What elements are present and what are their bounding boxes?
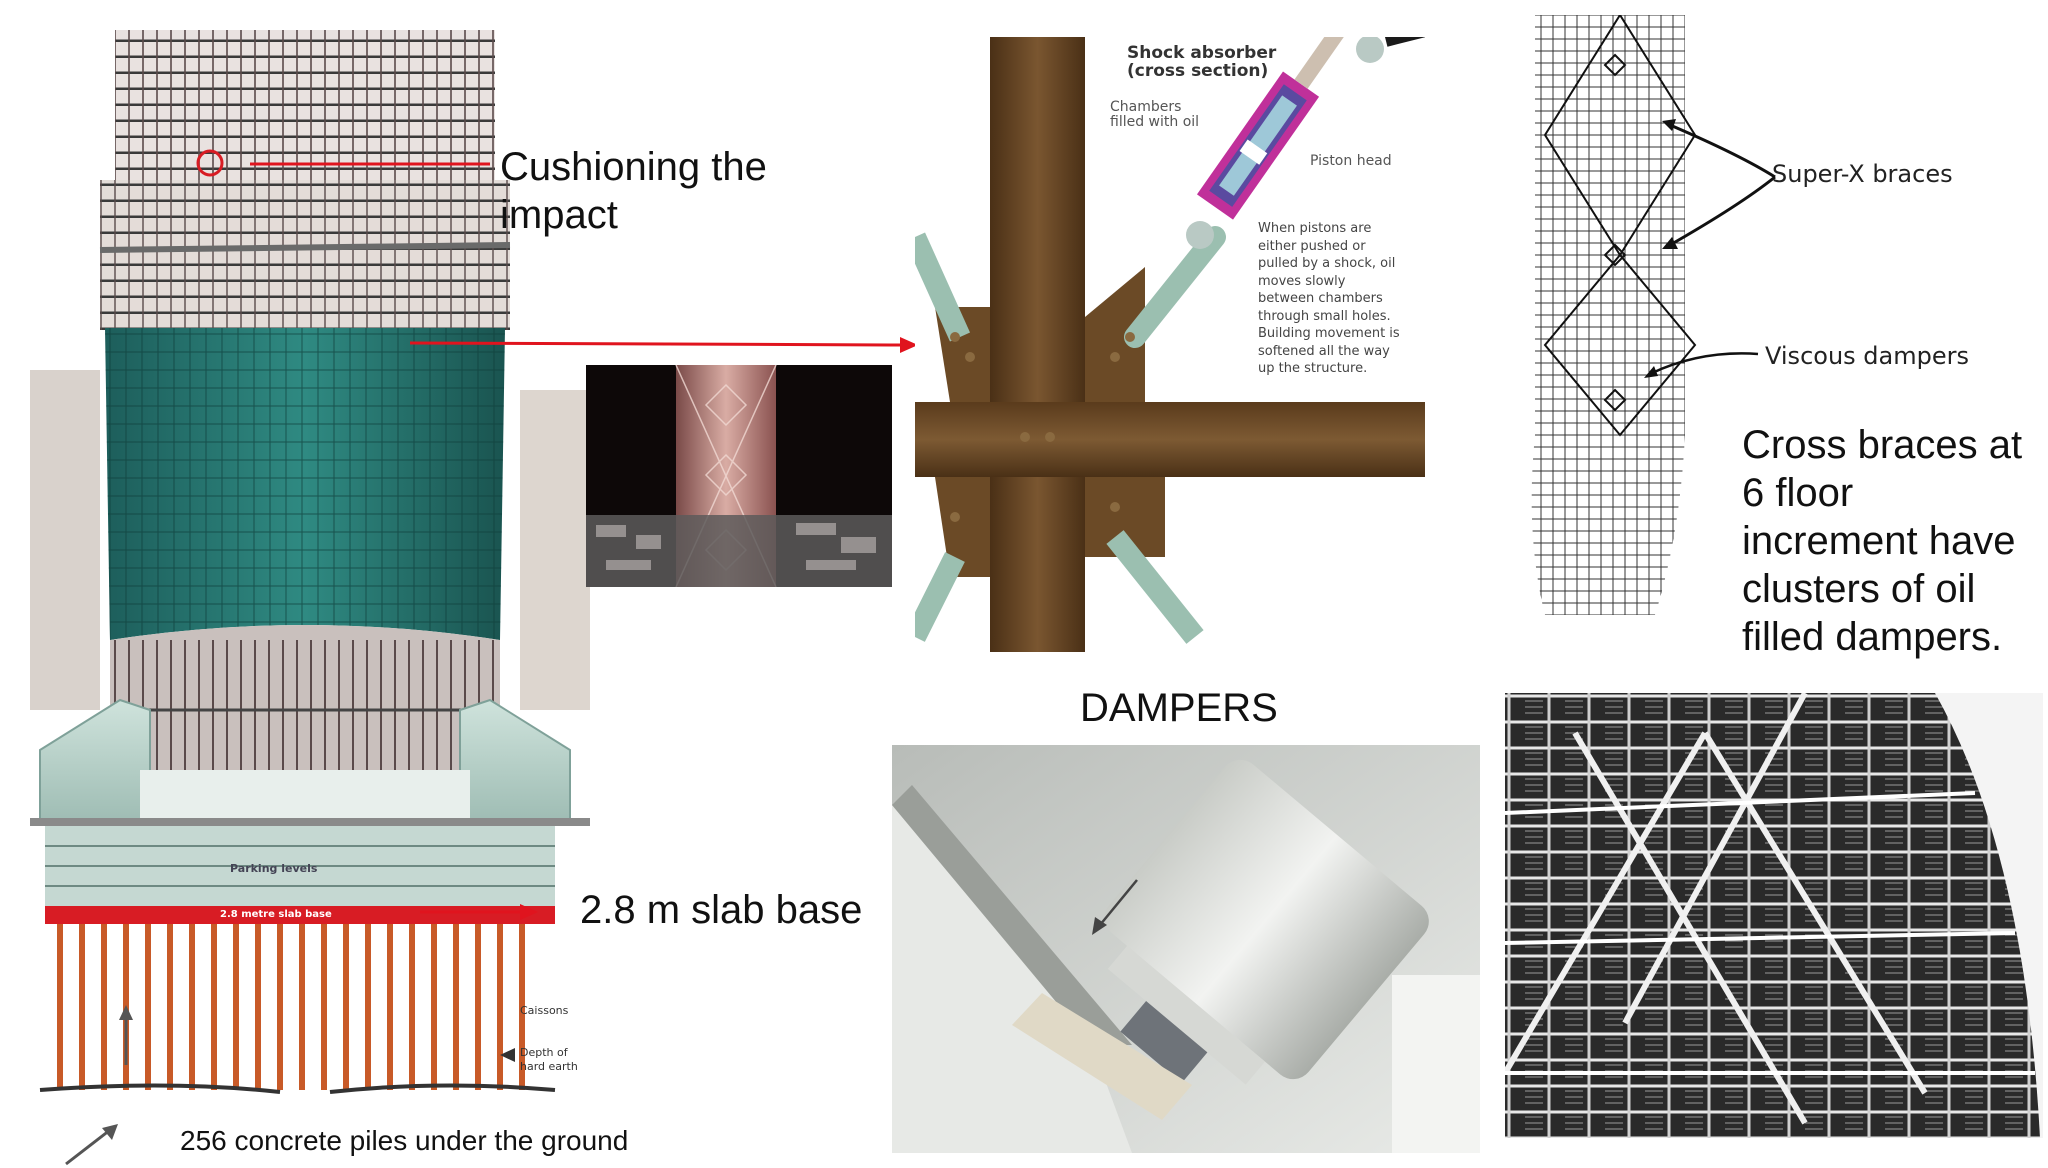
depth-label-line2: hard earth (520, 1060, 578, 1073)
bracing-sketch (1505, 15, 1725, 625)
arrow-to-shock-absorber (410, 337, 918, 353)
description-line: through small holes. (1258, 308, 1391, 324)
cross-braces-line: 6 floor (1742, 471, 1854, 515)
cross-braces-line: clusters of oil (1742, 567, 1976, 611)
cross-braces-line: increment have (1742, 519, 2016, 563)
chambers-label-line1: Chambers (1110, 99, 1182, 115)
cushioning-label-line1: Cushioning the (500, 145, 767, 189)
shock-absorber-description: When pistons are either pushed or pulled… (1258, 220, 1400, 378)
building-cutaway-illustration (30, 10, 590, 1120)
parking-levels-label: Parking levels (230, 862, 318, 875)
description-line: softened all the way (1258, 343, 1390, 359)
superx-pointer-lines (1662, 119, 1776, 249)
chambers-label-line2: filled with oil (1110, 114, 1200, 130)
description-line: When pistons are (1258, 221, 1372, 236)
shock-absorber-title: Shock absorber (cross section) (1127, 44, 1276, 80)
tower-night-photo (586, 365, 892, 587)
steel-frame-photo (1505, 693, 2043, 1138)
shock-absorber-illustration (915, 37, 1425, 652)
slab-base-label: 2.8 m slab base (580, 888, 863, 932)
piles-caption: 256 concrete piles under the ground (180, 1125, 629, 1156)
shock-absorber-title-line2: (cross section) (1127, 61, 1269, 81)
description-line: either pushed or (1258, 238, 1366, 254)
damper-closeup-photo (892, 745, 1480, 1153)
description-line: up the structure. (1258, 361, 1368, 376)
building-cutaway-svg (30, 30, 590, 1094)
cross-braces-line: filled dampers. (1742, 615, 2003, 659)
viscous-dampers-label: Viscous dampers (1765, 342, 1969, 370)
cushioning-pointer-line (250, 162, 490, 166)
shock-absorber-title-line1: Shock absorber (1127, 43, 1277, 63)
superx-braces-label: Super-X braces (1772, 160, 1953, 188)
cushioning-label-line2: impact (500, 193, 618, 237)
cushioning-label: Cushioning the impact (500, 143, 767, 239)
viscous-pointer-line (1644, 352, 1759, 378)
slab-inner-label: 2.8 metre slab base (220, 909, 332, 920)
description-line: between chambers (1258, 291, 1383, 306)
cross-braces-description: Cross braces at 6 floor increment have c… (1742, 421, 2022, 661)
piles-pointer-arrow (65, 1124, 118, 1166)
caissons-label: Caissons (520, 1004, 569, 1017)
arrow-to-slab-label (420, 904, 538, 920)
depth-label-line1: Depth of (520, 1046, 568, 1059)
chambers-label: Chambers filled with oil (1110, 100, 1199, 130)
cross-braces-line: Cross braces at (1742, 423, 2023, 467)
concrete-piles (57, 924, 525, 1090)
highlight-circle (196, 149, 224, 177)
description-line: pulled by a shock, oil (1258, 256, 1396, 271)
description-line: moves slowly (1258, 273, 1346, 289)
description-line: Building movement is (1258, 326, 1400, 341)
piston-head-label: Piston head (1310, 153, 1392, 169)
dampers-title: DAMPERS (1080, 686, 1278, 730)
